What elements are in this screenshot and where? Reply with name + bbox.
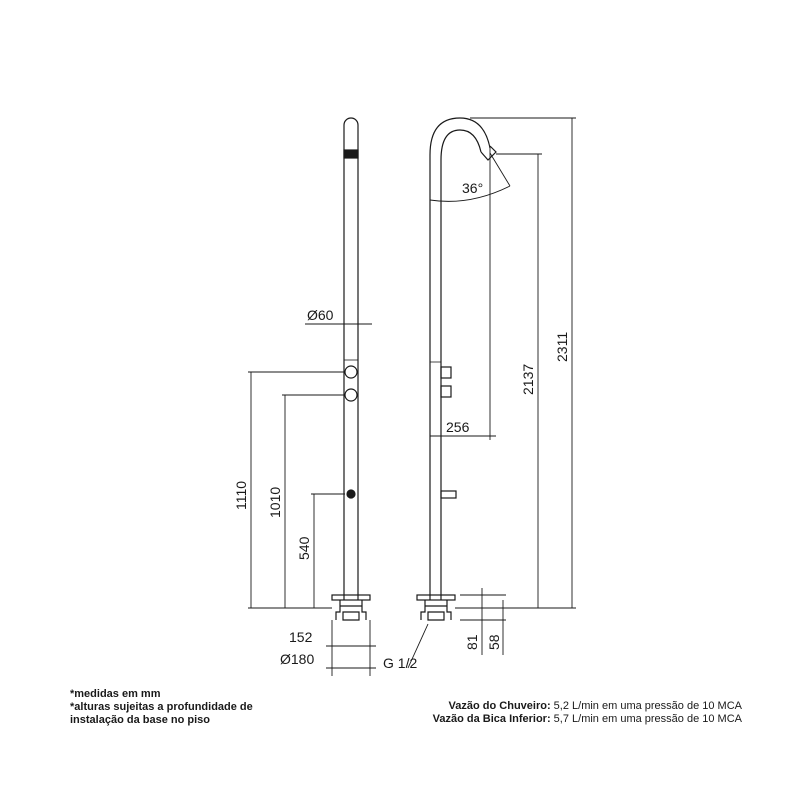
note-line: *medidas em mm [70, 688, 161, 700]
dim-height-81: 81 [464, 634, 480, 650]
side-column [429, 117, 491, 600]
shower-head-icon [343, 149, 359, 159]
flow-shower-label: Vazão do Chuveiro: [448, 700, 551, 712]
lower-handle-icon [440, 385, 452, 398]
note-line: instalação da base no piso [70, 714, 210, 726]
flow-rates: Vazão do Chuveiro: 5,2 L/min em uma pres… [433, 700, 742, 726]
flow-lower-spout-label: Vazão da Bica Inferior: [432, 713, 551, 725]
dim-height-540: 540 [296, 536, 312, 560]
front-column [343, 117, 359, 600]
dim-angle-36: 36° [462, 180, 483, 196]
upper-knob-icon [344, 365, 358, 379]
notes-left: *medidas em mm *alturas sujeitas a profu… [70, 688, 253, 727]
dim-width-152: 152 [289, 629, 313, 645]
dim-height-2137: 2137 [520, 364, 536, 395]
dim-thread-g12: G 1/2 [383, 655, 417, 671]
side-nozzle [480, 145, 497, 161]
side-base-plate [416, 594, 456, 601]
dim-width-256: 256 [446, 419, 470, 435]
side-view [416, 117, 497, 621]
lower-spout-icon [346, 489, 356, 499]
front-base-plate [331, 594, 371, 601]
dim-height-2311: 2311 [554, 332, 570, 362]
upper-handle-icon [440, 366, 452, 379]
dim-diameter-180: Ø180 [280, 651, 314, 667]
dimension-lines [248, 117, 576, 676]
front-view [331, 117, 371, 621]
dim-height-1010: 1010 [267, 487, 283, 518]
note-line: *alturas sujeitas a profundidade de [70, 701, 253, 713]
front-base-fitting [335, 600, 367, 621]
flow-lower-spout: Vazão da Bica Inferior: 5,7 L/min em uma… [433, 713, 742, 726]
flow-lower-spout-value: 5,7 L/min em uma pressão de 10 MCA [550, 713, 742, 725]
flow-shower: Vazão do Chuveiro: 5,2 L/min em uma pres… [433, 700, 742, 713]
dim-height-58: 58 [486, 634, 502, 650]
lower-knob-icon [344, 388, 358, 402]
side-base-fitting [420, 600, 452, 621]
flow-shower-value: 5,2 L/min em uma pressão de 10 MCA [550, 700, 742, 712]
dim-diameter-60: Ø60 [307, 307, 334, 323]
dim-height-1110: 1110 [233, 481, 249, 510]
side-lower-spout [440, 490, 457, 499]
